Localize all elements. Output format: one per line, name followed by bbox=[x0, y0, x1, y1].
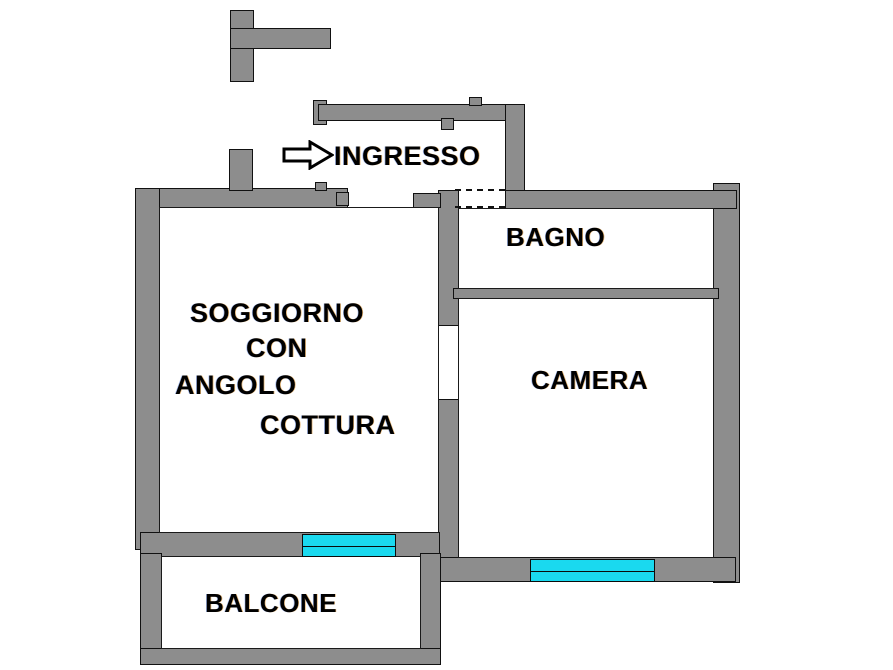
label-bagno: BAGNO bbox=[506, 222, 606, 252]
wall-exterior-right bbox=[713, 183, 740, 583]
opening-dash-upper bbox=[455, 189, 505, 191]
label-soggiorno-line-2: CON bbox=[246, 333, 308, 363]
room-outline-bagno bbox=[458, 208, 714, 289]
label-balcone: BALCONE bbox=[205, 588, 338, 618]
opening-dash-lower bbox=[455, 206, 505, 208]
wall-soggiorno-top bbox=[135, 188, 348, 208]
window-soggiorno bbox=[302, 534, 396, 557]
window-soggiorno-mullion bbox=[303, 545, 395, 547]
label-camera: CAMERA bbox=[531, 365, 649, 395]
label-soggiorno-line-1: SOGGIORNO bbox=[190, 298, 365, 328]
wall-corridor-top-nib bbox=[441, 118, 454, 130]
window-camera-mullion bbox=[531, 570, 654, 572]
wall-soggiorno-top-nib-a bbox=[315, 182, 327, 191]
label-ingresso: INGRESSO bbox=[334, 141, 481, 171]
wall-balcone-bottom bbox=[140, 648, 441, 665]
label-soggiorno-line-4: COTTURA bbox=[260, 410, 396, 440]
window-camera bbox=[530, 559, 655, 582]
wall-divider-upper bbox=[438, 190, 459, 326]
room-outline-balcone bbox=[161, 556, 421, 649]
wall-divider-upper-jamb bbox=[413, 193, 441, 208]
wall-soggiorno-top-nib-b bbox=[336, 192, 349, 206]
wall-corridor-top bbox=[318, 104, 522, 121]
arrow-right-icon bbox=[282, 139, 335, 171]
wall-exterior-left bbox=[135, 188, 160, 550]
room-outline-camera bbox=[458, 298, 714, 558]
wall-right-block-top bbox=[505, 190, 737, 209]
wall-corridor-top-bump bbox=[469, 97, 482, 106]
wall-pilaster-entry bbox=[229, 149, 253, 191]
room-outline-soggiorno bbox=[159, 207, 439, 533]
wall-stub-top-horizontal bbox=[230, 28, 331, 49]
label-soggiorno-line-3: ANGOLO bbox=[175, 370, 297, 400]
wall-divider-lower bbox=[438, 399, 459, 571]
